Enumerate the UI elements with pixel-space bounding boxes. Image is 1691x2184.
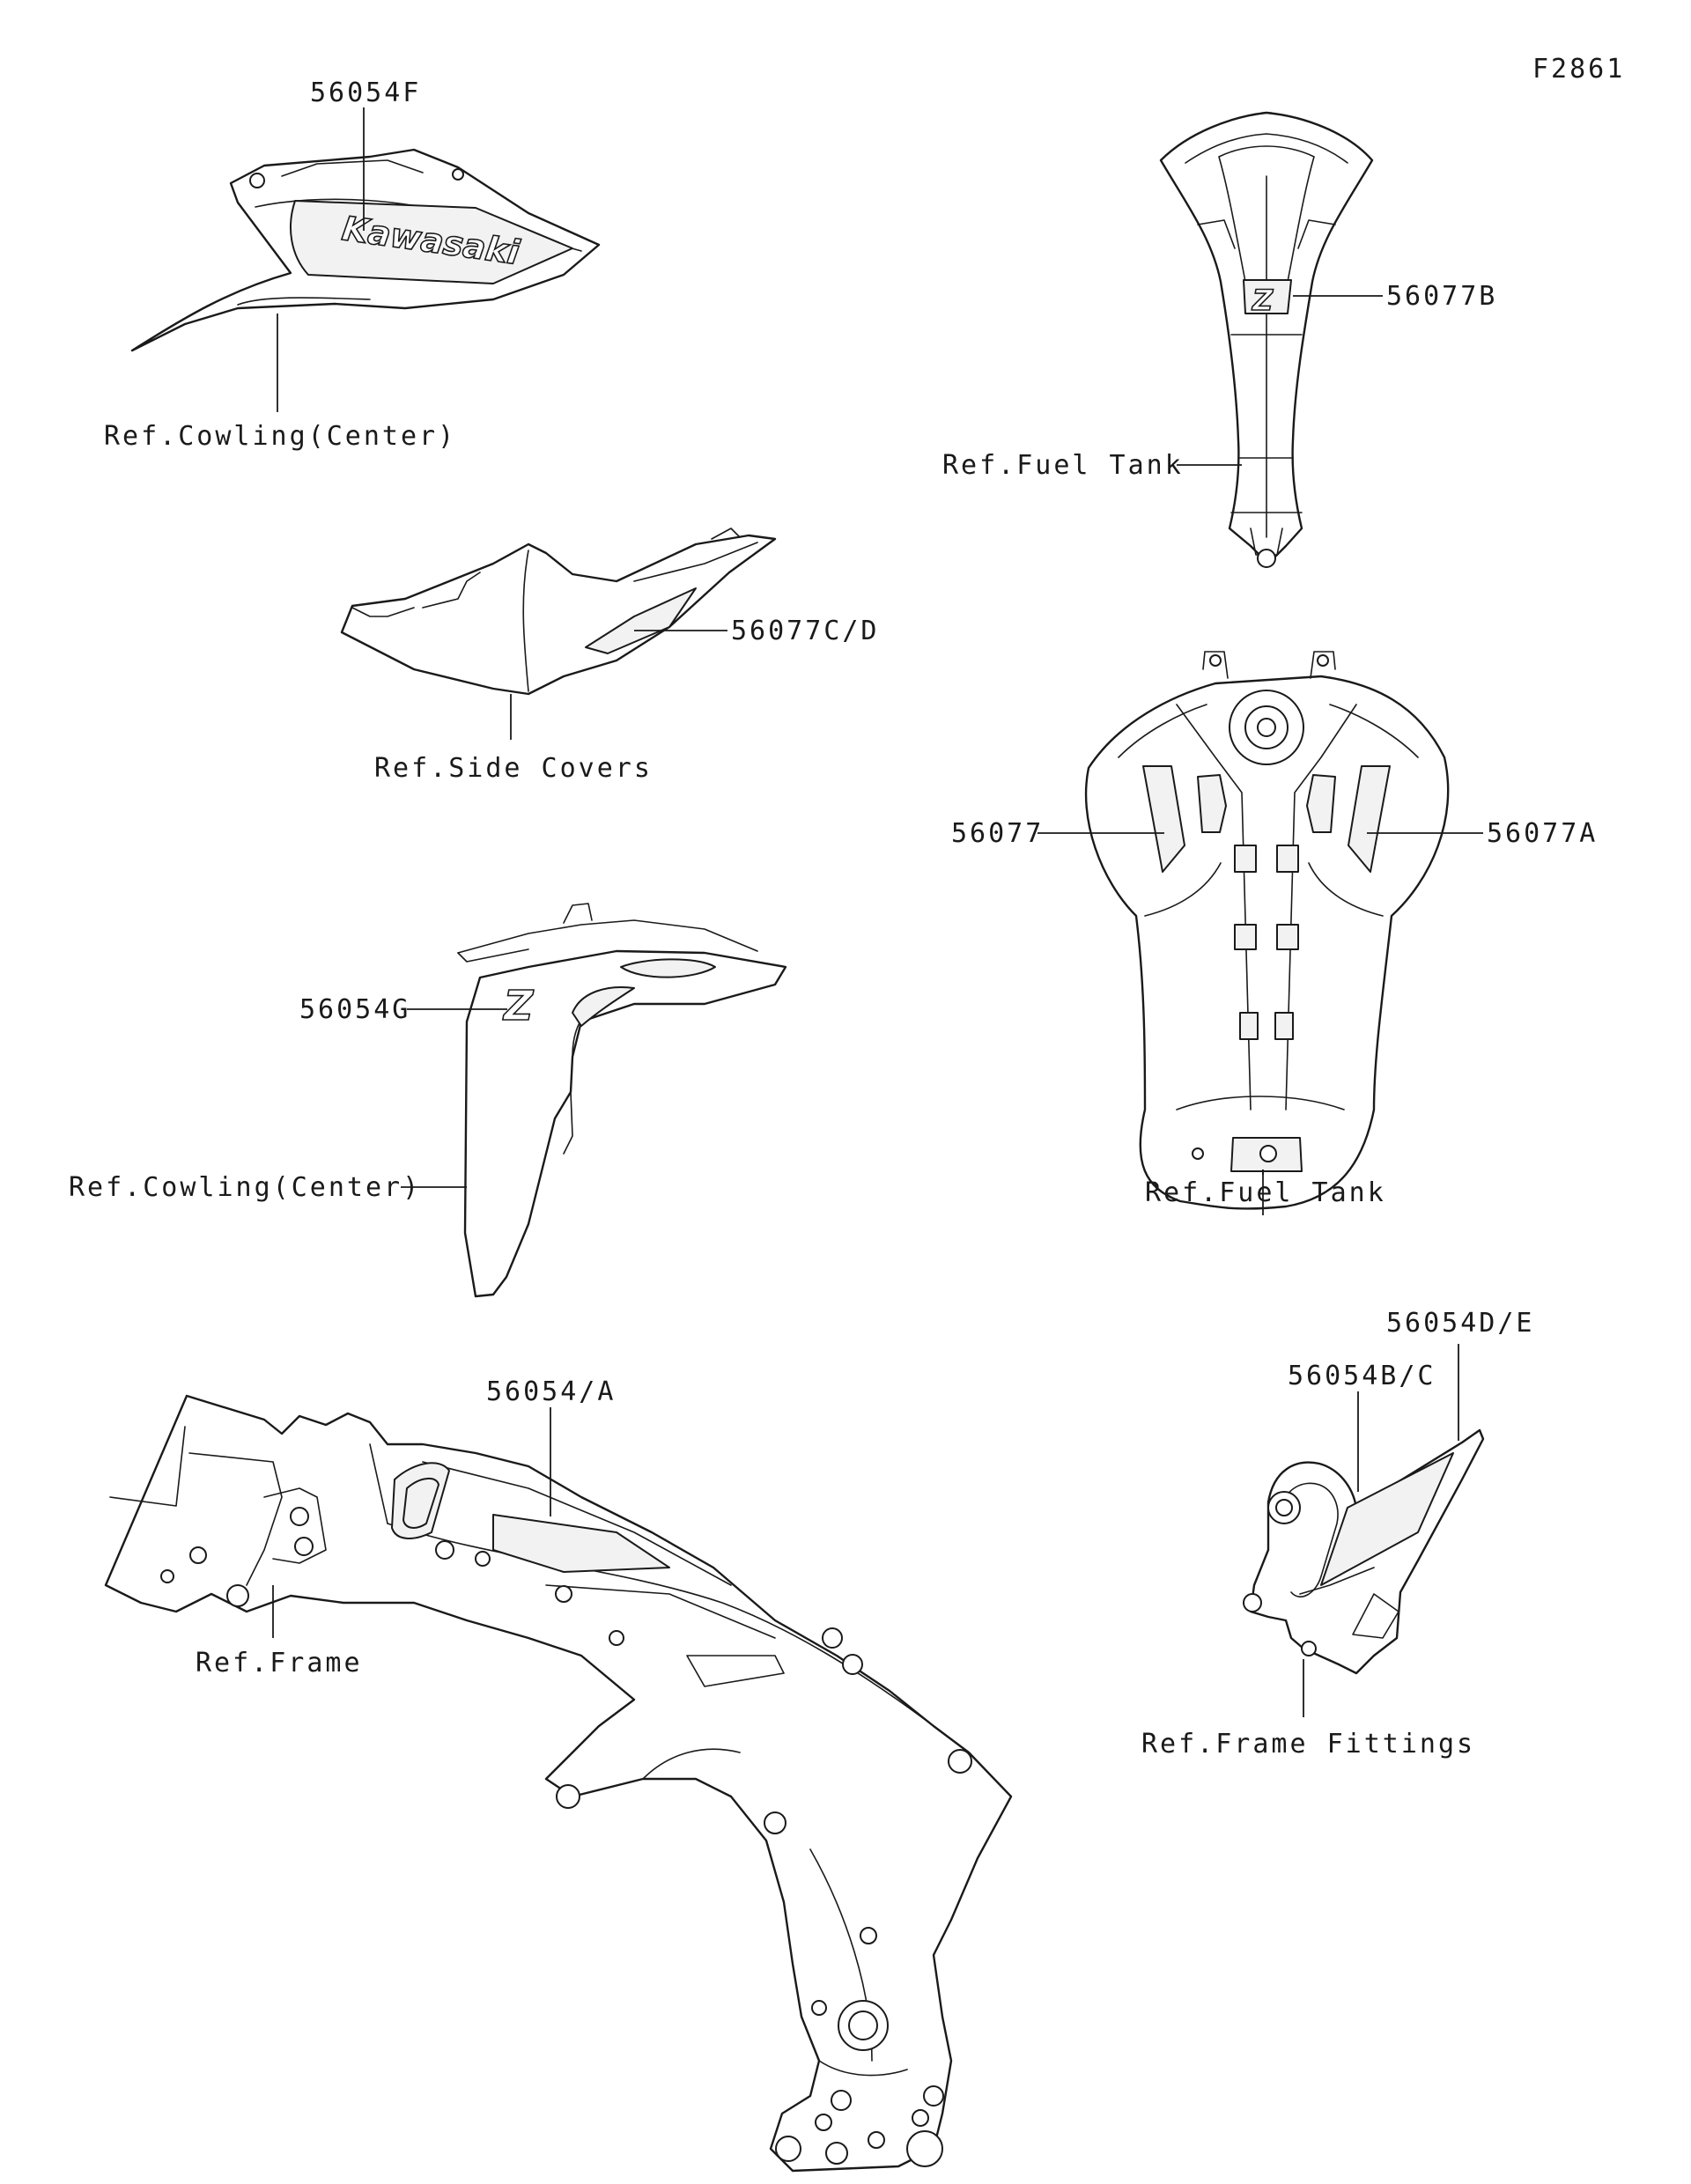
cowling-scoop-2 [572,986,635,1027]
frame-window-2 [402,1478,439,1529]
leader-56077CD: 56077C/D [634,616,880,646]
label-56077A: 56077A [1487,818,1598,849]
tank-slot-6 [1274,1012,1294,1040]
fuel-tank [1084,651,1450,1210]
side-cover-decal [585,587,697,654]
label-56077CD: 56077C/D [731,616,880,646]
leader-ref-fuel-tank-2: Ref.Fuel Tank [1145,1169,1386,1215]
label-ref-frame: Ref.Frame [196,1648,363,1679]
label-56054G: 56054G [299,994,410,1025]
leader-ref-cowling-2: Ref.Cowling(Center) [69,1172,467,1203]
label-56077B: 56077B [1386,281,1497,312]
frame-decal [492,1514,670,1573]
tank-slot-1 [1234,845,1257,873]
leader-56054F: 56054F [310,77,421,231]
fuel-tank-top: Z [1159,111,1374,568]
cowling-scoop-1 [620,958,716,978]
leader-56054G: 56054G [299,994,507,1025]
figure-id: F2861 [1532,54,1625,85]
kawasaki-decal [290,200,573,284]
leader-56054A: 56054/A [486,1376,616,1516]
frame-fittings [1243,1428,1485,1675]
tank-slot-5 [1239,1012,1259,1040]
leader-56054DE: 56054D/E [1386,1308,1535,1441]
label-ref-side-covers: Ref.Side Covers [374,753,653,784]
leader-56054BC: 56054B/C [1288,1361,1436,1492]
leader-56077A: 56077A [1367,818,1598,849]
label-ref-frame-fittings: Ref.Frame Fittings [1141,1729,1475,1760]
label-ref-cowling-center-2: Ref.Cowling(Center) [69,1172,421,1203]
tank-side-decal-right [1348,765,1391,873]
leader-ref-frame-fittings: Ref.Frame Fittings [1141,1659,1475,1760]
fitting-decal-bc [1320,1452,1454,1586]
leader-ref-fuel-tank-1: Ref.Fuel Tank [942,450,1242,481]
tank-recess-left [1197,774,1227,833]
side-cover [340,528,777,696]
tank-slot-2 [1276,845,1299,873]
label-56054A: 56054/A [486,1376,616,1407]
label-56054F: 56054F [310,77,421,108]
tank-recess-right [1306,774,1336,833]
label-56077: 56077 [951,818,1044,849]
z-decal-tank-top: Z [1252,284,1274,317]
label-56054BC: 56054B/C [1288,1361,1436,1391]
cowling-center-lower: Z [457,903,787,1298]
cowling-center-upper: Kawasaki [130,148,601,352]
label-ref-cowling-center-1: Ref.Cowling(Center) [104,421,456,452]
label-56054DE: 56054D/E [1386,1308,1535,1339]
tank-slot-3 [1234,924,1257,950]
label-ref-fuel-tank-1: Ref.Fuel Tank [942,450,1184,481]
fuel-tank-top-decal [1243,279,1292,314]
leader-ref-frame: Ref.Frame [196,1585,363,1679]
leader-56077: 56077 [951,818,1164,849]
z-decal-cowling: Z [502,982,535,1029]
tank-side-decal-left [1142,765,1185,873]
leader-ref-side-covers: Ref.Side Covers [374,694,653,784]
leader-56077B: 56077B [1293,281,1497,312]
frame [104,1394,1013,2173]
label-ref-fuel-tank-2: Ref.Fuel Tank [1145,1177,1386,1208]
tank-slot-4 [1276,924,1299,950]
leader-ref-cowling-1: Ref.Cowling(Center) [104,314,456,452]
